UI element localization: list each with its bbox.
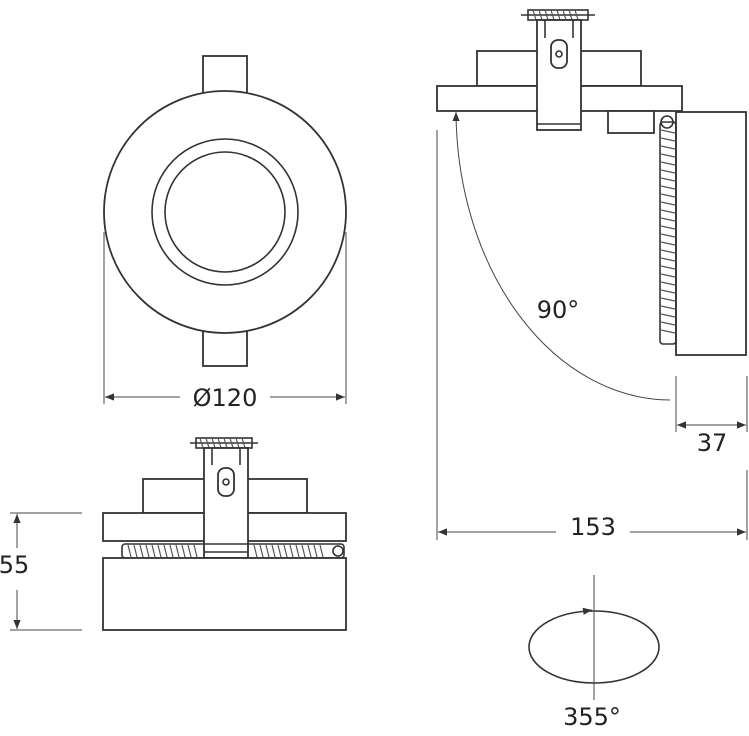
connector-tilt	[607, 110, 655, 134]
offset-label: 37	[697, 429, 728, 457]
spring-clip-side	[190, 437, 258, 449]
depth-label: 153	[570, 513, 616, 541]
outer-ring	[103, 90, 347, 334]
diameter-label: Ø120	[193, 384, 258, 412]
inner-ring	[164, 151, 286, 273]
heatsink-fins-tilt	[659, 115, 677, 345]
tilt-view: 90° 37 153	[436, 9, 748, 541]
lamp-body-side	[102, 557, 347, 631]
height-label: 55	[0, 551, 29, 579]
rotation-arrow	[577, 607, 593, 615]
tilt-arc	[452, 111, 671, 401]
bracket-side	[203, 447, 249, 559]
middle-ring	[151, 138, 299, 286]
rotation-symbol: 355°	[528, 575, 660, 731]
spring-clip-tilt	[521, 9, 595, 21]
lamp-body-tilt	[675, 111, 747, 356]
rotation-angle-label: 355°	[563, 703, 621, 731]
front-view: Ø120	[103, 55, 347, 412]
side-view: 55	[0, 437, 347, 631]
tilt-angle-label: 90°	[537, 296, 580, 324]
bracket-tilt	[536, 19, 582, 131]
top-mount-tab	[202, 55, 248, 97]
